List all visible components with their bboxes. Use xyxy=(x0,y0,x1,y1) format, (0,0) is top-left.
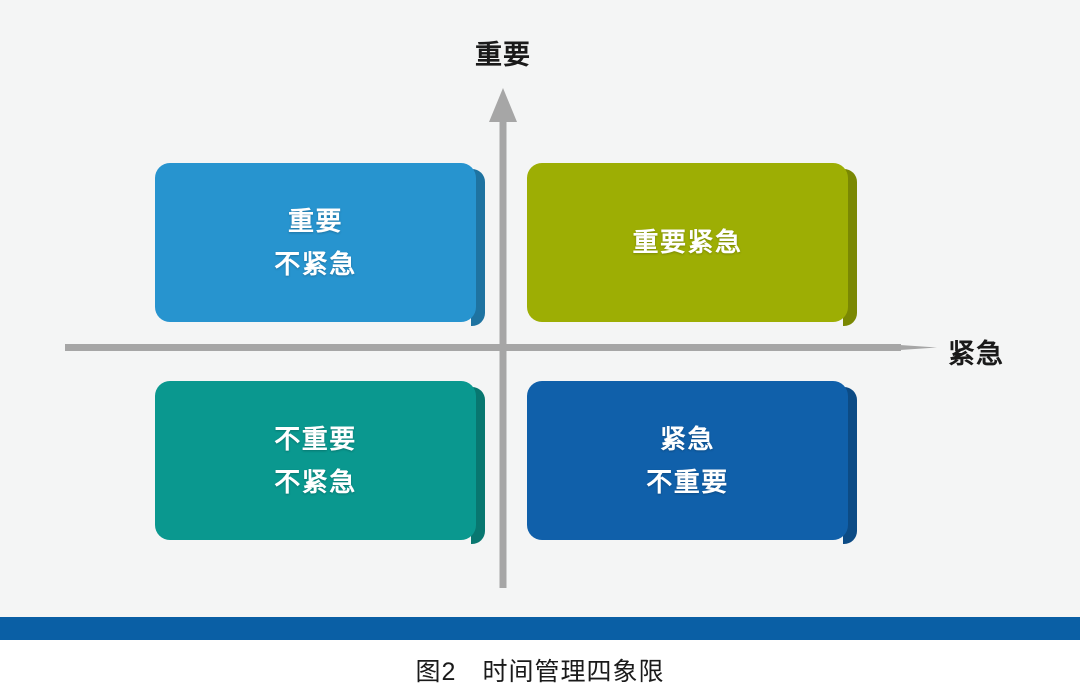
quadrant-face: 不重要 不紧急 xyxy=(155,381,476,540)
quadrant-important-urgent[interactable]: 重要紧急 xyxy=(527,163,857,326)
quadrant-face: 重要 不紧急 xyxy=(155,163,476,322)
quadrant-diagram-canvas: 重要 紧急 重要 不紧急 重要紧急 不重要 不紧急 xyxy=(0,0,1080,617)
quadrant-label-line2: 不紧急 xyxy=(274,466,357,497)
quadrant-not-important-not-urgent[interactable]: 不重要 不紧急 xyxy=(155,381,485,544)
quadrant-label-line2: 不紧急 xyxy=(274,248,357,279)
quadrant-label-line1: 重要 xyxy=(287,206,343,237)
horizontal-axis xyxy=(65,344,937,351)
figure-caption: 图2 时间管理四象限 xyxy=(415,657,665,686)
quadrant-important-not-urgent[interactable]: 重要 不紧急 xyxy=(155,163,485,326)
quadrant-face: 紧急 不重要 xyxy=(527,381,848,540)
quadrant-label-line1: 不重要 xyxy=(274,424,357,455)
quadrant-label-line1: 重要紧急 xyxy=(632,227,743,258)
quadrant-urgent-not-important[interactable]: 紧急 不重要 xyxy=(527,381,857,544)
quadrant-face: 重要紧急 xyxy=(527,163,848,322)
quadrant-label-line2: 不重要 xyxy=(646,466,729,497)
quadrant-label-line1: 紧急 xyxy=(659,424,715,455)
vertical-axis xyxy=(489,88,517,588)
axis-label-urgent: 紧急 xyxy=(948,339,1004,369)
axis-label-important: 重要 xyxy=(475,40,531,70)
blue-divider-rule xyxy=(0,617,1080,640)
figure-caption-area: 图2 时间管理四象限 xyxy=(0,640,1080,699)
